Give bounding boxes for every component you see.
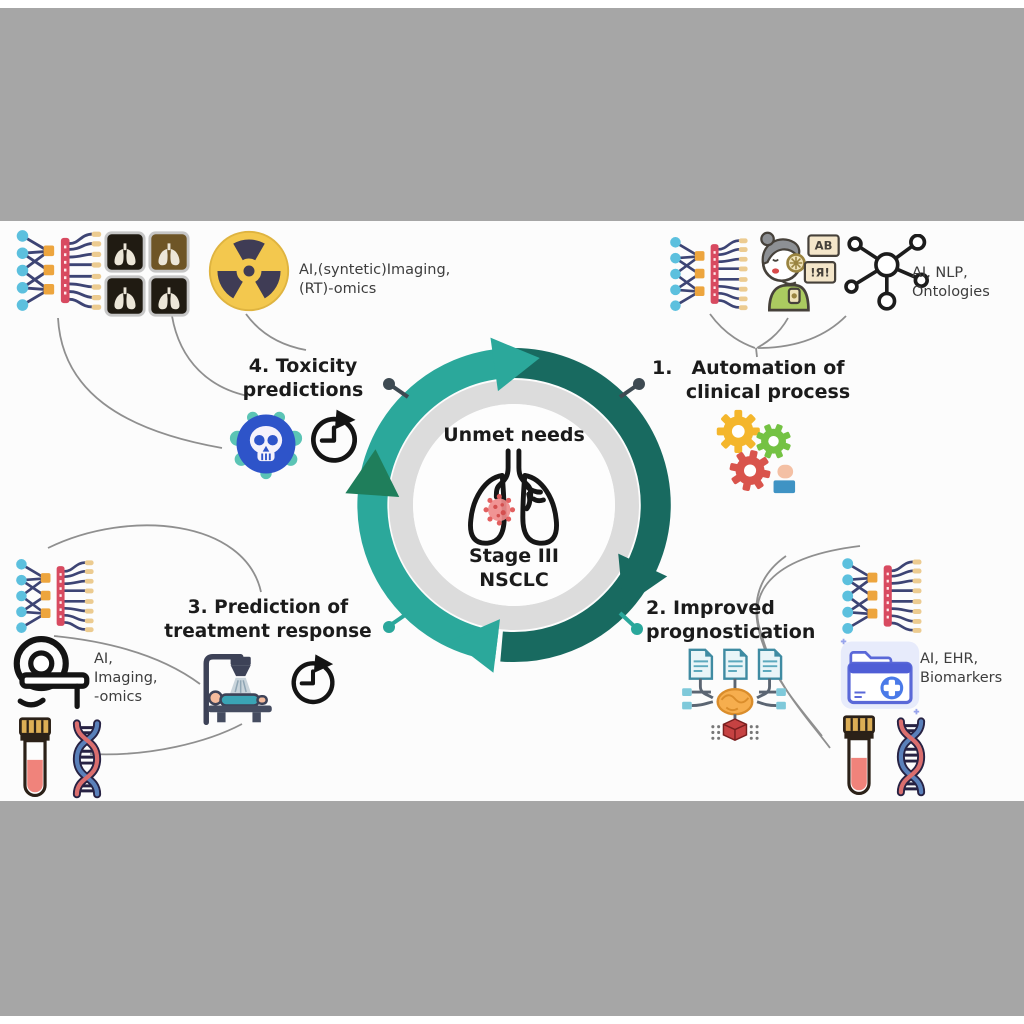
q3-tech-label: AI, Imaging, -omics xyxy=(94,651,158,705)
blood-tube-icon xyxy=(838,714,880,798)
center-stage-label: Stage III NSCLC xyxy=(469,545,559,591)
radiotherapy-machine-icon xyxy=(197,646,281,728)
nlp-translation-icon xyxy=(748,228,844,314)
q1-tech-label: AI, NLP, Ontologies xyxy=(912,265,990,300)
lungs-tumor-icon xyxy=(458,448,570,550)
q1-title: Automation of clinical process xyxy=(685,357,851,404)
center-heading: Unmet needs xyxy=(443,424,585,446)
mri-scanner-icon xyxy=(8,632,92,716)
history-clock-icon xyxy=(284,652,342,710)
q4-title: 4. Toxicity predictions xyxy=(242,355,364,402)
toxicity-skull-icon xyxy=(228,406,304,482)
radiation-hazard-icon xyxy=(206,228,292,314)
neural-network-icon xyxy=(836,556,926,636)
chest-xray-grid-icon xyxy=(102,230,192,318)
neural-network-icon xyxy=(10,228,106,313)
automation-gears-icon xyxy=(700,404,804,498)
q4-tech-label: AI,(syntetic)Imaging, (RT)-omics xyxy=(299,262,451,297)
history-clock-icon xyxy=(303,407,365,469)
dna-helix-icon xyxy=(884,714,938,798)
dna-helix-icon xyxy=(60,716,114,800)
neural-network-icon xyxy=(664,234,752,314)
q2-title: 2. Improved prognostication xyxy=(646,597,816,644)
top-matte xyxy=(0,8,1024,221)
ehr-folder-icon xyxy=(836,636,924,718)
q1-number: 1. xyxy=(652,357,673,379)
documents-brain-cube-icon xyxy=(676,646,792,744)
bottom-matte xyxy=(0,801,1024,1016)
blood-tube-icon xyxy=(14,716,56,800)
q3-title: 3. Prediction of treatment response xyxy=(164,597,372,642)
neural-network-icon xyxy=(10,556,98,636)
q2-tech-label: AI, EHR, Biomarkers xyxy=(920,651,1003,686)
